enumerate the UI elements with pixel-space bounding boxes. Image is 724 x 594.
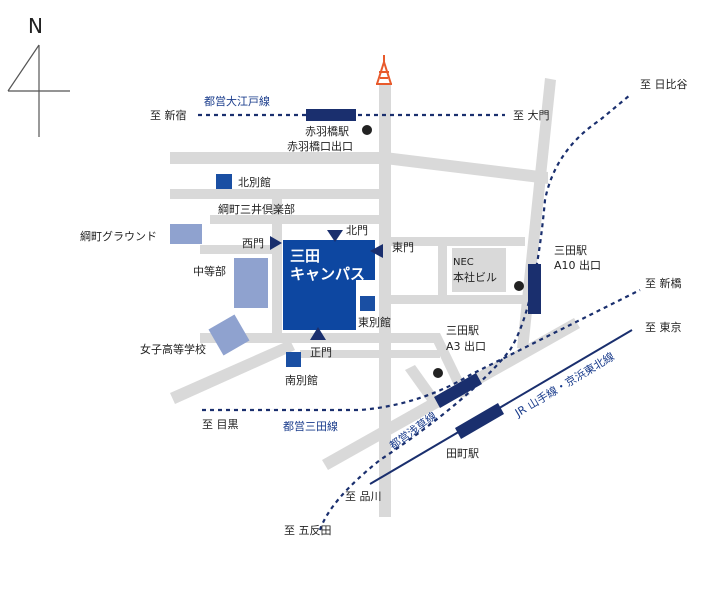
campus-label-line2: キャンパス xyxy=(290,265,365,283)
road-diagonal-left xyxy=(170,340,295,404)
east-gate-label: 東門 xyxy=(392,241,414,254)
road-small-a3 xyxy=(430,333,470,398)
mita-a3-station-bar xyxy=(434,373,482,408)
buildings xyxy=(170,174,506,367)
south-annex-block[interactable] xyxy=(286,352,301,367)
nec-block[interactable] xyxy=(452,248,506,292)
nec-label-line2: 本社ビル xyxy=(453,270,497,284)
road-small-2 xyxy=(405,365,440,405)
rail-lines xyxy=(198,94,641,531)
tsunamachi-club-label: 綱町三井倶楽部 xyxy=(218,202,295,216)
north-annex-block[interactable] xyxy=(216,174,232,189)
akabanebashi-exit-dot xyxy=(362,125,372,135)
road-v-275 xyxy=(272,190,282,340)
mita-a10-label-line2: A10 出口 xyxy=(554,258,601,272)
exit-dots xyxy=(362,125,524,378)
mita-line-label: 都営三田線 xyxy=(283,419,338,433)
nec-label-line1: NEC xyxy=(453,257,474,268)
campus-block[interactable] xyxy=(283,240,356,330)
mita-a3-label-line2: A3 出口 xyxy=(446,339,486,353)
north-gate-label: 北門 xyxy=(346,224,368,237)
girls-high-school-label: 女子高等学校 xyxy=(140,342,206,356)
middle-school-block[interactable] xyxy=(234,258,268,308)
north-gate-arrow xyxy=(327,230,343,242)
road-h-352 xyxy=(300,350,440,358)
east-gate-arrow xyxy=(370,244,383,258)
akabanebashi-label-line1: 赤羽橋駅 xyxy=(305,124,349,138)
road-h-218 xyxy=(210,215,380,224)
akabanebashi-label-line2: 赤羽橋口出口 xyxy=(287,139,353,153)
road-h-300-right xyxy=(385,295,530,304)
road-diagonal-right xyxy=(517,78,556,350)
akabanebashi-station-bar xyxy=(306,109,356,121)
east-annex-block[interactable] xyxy=(360,296,375,311)
dest-hibiya-label: 至 日比谷 xyxy=(640,78,688,91)
mita-a10-station-bar xyxy=(528,264,541,314)
west-gate-label: 西門 xyxy=(242,237,264,250)
mita-a10-label-line1: 三田駅 xyxy=(554,244,587,257)
a3-exit-dot xyxy=(433,368,443,378)
dest-tokyo-label: 至 東京 xyxy=(645,320,682,334)
compass-arrow-icon xyxy=(7,44,70,137)
dest-gotanda-label: 至 五反田 xyxy=(284,524,332,537)
east-annex-label: 東別館 xyxy=(358,315,391,329)
oedo-line-label: 都営大江戸線 xyxy=(204,94,270,108)
dest-shinjuku-label: 至 新宿 xyxy=(150,108,187,122)
tsunamachi-ground-block[interactable] xyxy=(170,224,202,244)
tokyo-tower-icon xyxy=(376,55,392,85)
dest-shinbashi-label: 至 新橋 xyxy=(645,276,682,290)
west-gate-arrow xyxy=(270,236,282,250)
mita-line xyxy=(202,289,641,412)
jr-line xyxy=(369,329,633,485)
asakusa-line xyxy=(318,94,631,531)
road-top xyxy=(170,152,548,184)
south-annex-label: 南別館 xyxy=(285,373,318,387)
compass-north-label: N xyxy=(28,14,43,38)
nec-dot xyxy=(514,281,524,291)
compass: N xyxy=(7,14,70,137)
gate-arrows xyxy=(270,230,383,340)
dest-meguro-label: 至 目黒 xyxy=(202,418,239,431)
station-bars xyxy=(306,109,541,439)
road-h-240-right xyxy=(385,237,525,246)
road-v-440 xyxy=(438,240,447,300)
middle-school-label: 中等部 xyxy=(193,264,226,278)
road-h-245-left xyxy=(200,245,280,254)
dest-shinagawa-label: 至 品川 xyxy=(345,490,382,503)
jr-line-label: JR 山手線・京浜東北線 xyxy=(511,349,616,420)
tamachi-station-bar xyxy=(455,403,504,439)
tsunamachi-ground-label: 綱町グラウンド xyxy=(80,229,157,243)
girls-high-school-block[interactable] xyxy=(208,314,250,356)
mita-a3-label-line1: 三田駅 xyxy=(446,324,479,337)
campus-block-east xyxy=(353,240,375,280)
dest-daimon-label: 至 大門 xyxy=(513,108,550,122)
north-annex-label: 北別館 xyxy=(238,175,271,189)
campus-label-line1: 三田 xyxy=(290,247,320,265)
tamachi-label: 田町駅 xyxy=(446,447,479,460)
main-gate-label: 正門 xyxy=(310,346,332,359)
main-gate-arrow xyxy=(310,327,326,340)
